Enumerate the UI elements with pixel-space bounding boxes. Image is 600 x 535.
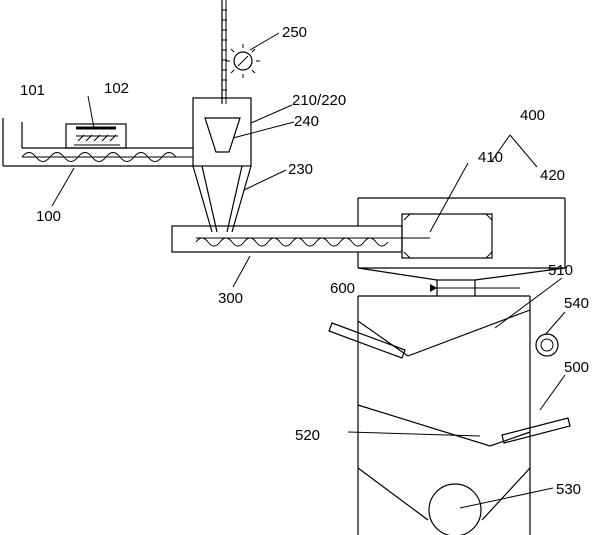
label-600: 600 (330, 280, 355, 297)
label-300: 300 (218, 290, 243, 307)
cone-230 (192, 165, 252, 233)
label-210-220: 210/220 (292, 92, 346, 109)
label-520: 520 (295, 427, 320, 444)
labels: 101 102 100 250 210/220 240 230 300 400 … (20, 24, 589, 498)
cone-240 (204, 117, 241, 153)
label-101: 101 (20, 82, 45, 99)
screw-100 (21, 152, 177, 162)
label-510: 510 (548, 262, 573, 279)
conveyor-100 (2, 118, 193, 167)
label-530: 530 (556, 481, 581, 498)
baffle-520 (357, 404, 531, 447)
label-400: 400 (520, 107, 545, 124)
separator-210-220 (192, 0, 252, 233)
label-410: 410 (478, 149, 503, 166)
label-420: 420 (540, 167, 565, 184)
label-100: 100 (36, 208, 61, 225)
motor-410 (401, 213, 493, 259)
baffle-510 (357, 309, 531, 357)
plate-left (328, 322, 406, 359)
conveyor-300 (171, 225, 430, 253)
label-230: 230 (288, 161, 313, 178)
label-102: 102 (104, 80, 129, 97)
leader-lines (51, 32, 566, 509)
hopper-102 (65, 123, 127, 149)
roller-530 (428, 483, 482, 535)
arrow-600 (430, 284, 437, 292)
label-240: 240 (294, 113, 319, 130)
plate-right (501, 417, 571, 444)
label-500: 500 (564, 359, 589, 376)
screw-300 (195, 237, 389, 247)
label-250: 250 (282, 24, 307, 41)
gauge-250 (226, 44, 260, 78)
roller-540 (535, 333, 559, 357)
housing-420 (357, 197, 566, 281)
housing-500 (328, 295, 571, 535)
label-540: 540 (564, 295, 589, 312)
